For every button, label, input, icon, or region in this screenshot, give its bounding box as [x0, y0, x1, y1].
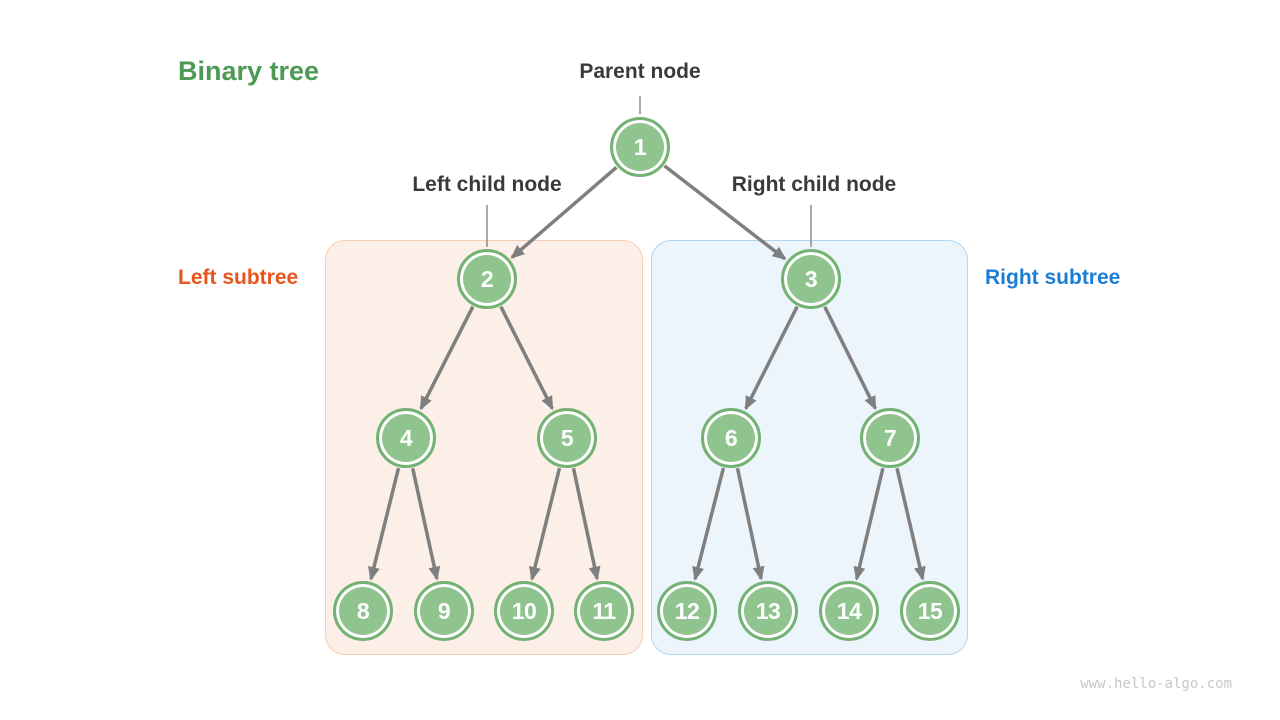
tree-node-3: 3: [781, 249, 841, 309]
left-subtree-label: Left subtree: [178, 266, 299, 289]
edge-7-14: [853, 467, 885, 581]
tree-node-11: 11: [574, 581, 634, 641]
tree-node-1: 1: [610, 117, 670, 177]
edge-4-8: [368, 467, 401, 581]
left-child-node-label: Left child node: [412, 173, 562, 196]
edge-1-2: [510, 165, 618, 259]
edge-1-3: [663, 164, 787, 261]
tree-node-7: 7: [860, 408, 920, 468]
right-subtree-label: Right subtree: [985, 266, 1121, 289]
watermark-url: www.hello-algo.com: [1080, 676, 1232, 692]
tree-node-10: 10: [494, 581, 554, 641]
tree-node-9: 9: [414, 581, 474, 641]
tree-node-14: 14: [819, 581, 879, 641]
edge-7-15: [895, 467, 926, 581]
edge-4-9: [410, 467, 441, 581]
tree-node-6: 6: [701, 408, 761, 468]
tree-node-4: 4: [376, 408, 436, 468]
tree-node-8: 8: [333, 581, 393, 641]
edge-3-6: [744, 305, 799, 411]
tree-node-5: 5: [537, 408, 597, 468]
edge-6-13: [735, 467, 765, 581]
edge-3-7: [823, 306, 877, 411]
edge-5-11: [571, 467, 601, 581]
edge-2-5: [499, 305, 554, 411]
edge-6-12: [692, 467, 726, 581]
edge-2-4: [419, 305, 475, 411]
parent-node-label: Parent node: [579, 60, 701, 83]
tree-node-12: 12: [657, 581, 717, 641]
tree-node-15: 15: [900, 581, 960, 641]
edge-5-10: [529, 467, 562, 581]
tree-node-2: 2: [457, 249, 517, 309]
right-child-node-label: Right child node: [731, 173, 897, 196]
diagram-title: Binary tree: [178, 56, 320, 86]
tree-node-13: 13: [738, 581, 798, 641]
